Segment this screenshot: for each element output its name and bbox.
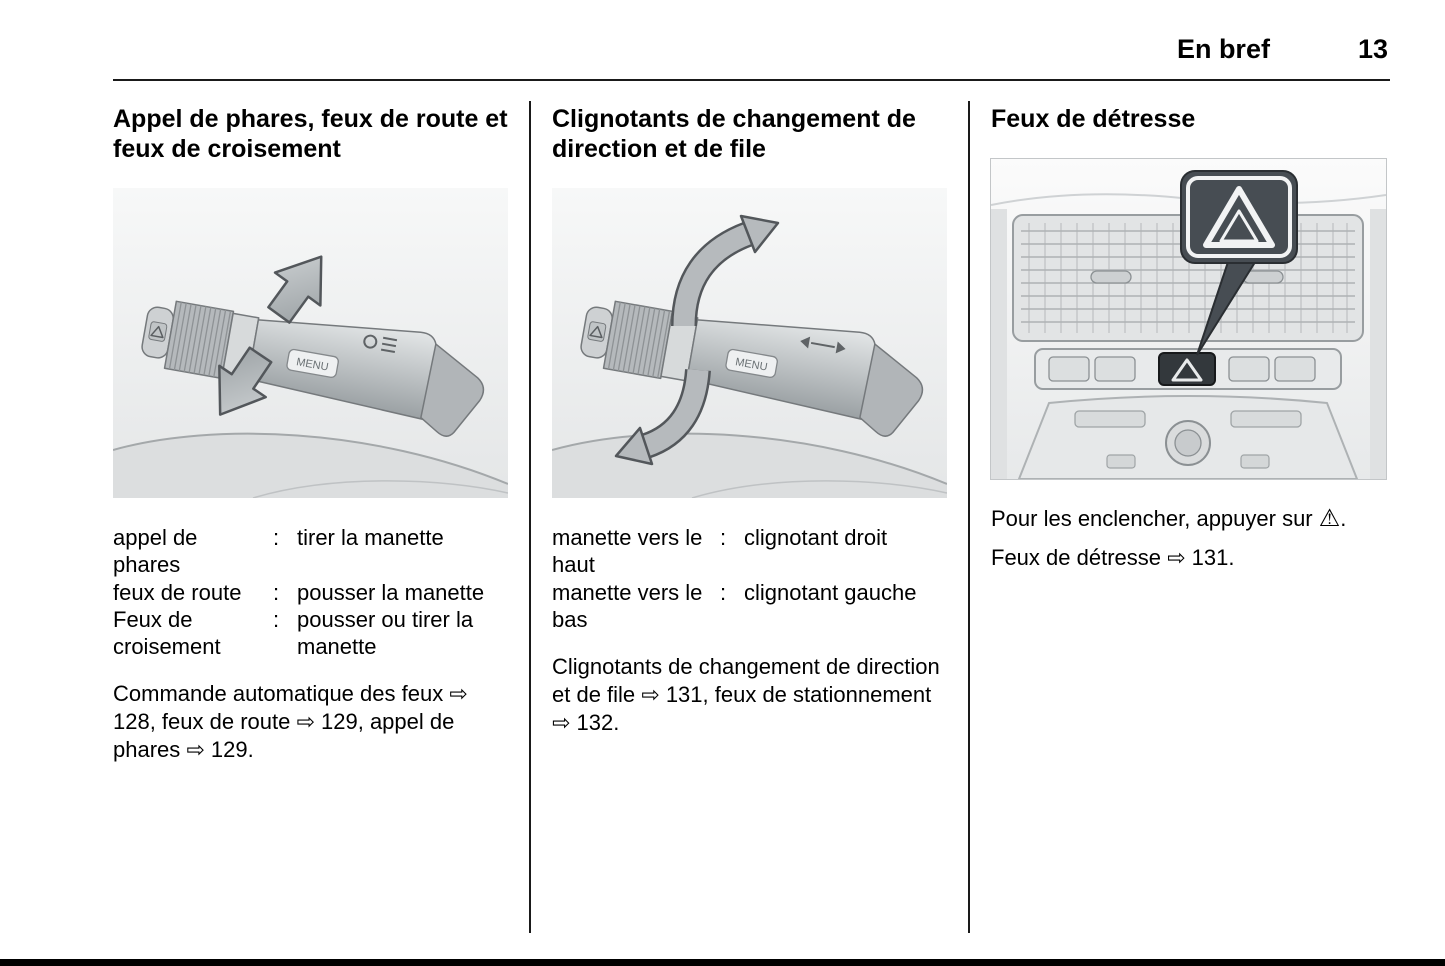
definition-description: pousser ou tirer la manette	[297, 606, 474, 660]
column-layout: Appel de phares, feux de route et feux d…	[113, 101, 1390, 933]
section-title: En bref	[1176, 34, 1270, 64]
definition-description: pousser la manette	[297, 579, 485, 605]
definition-term: manette vers le bas	[552, 579, 703, 632]
definition-colon: :	[273, 525, 280, 550]
hazard-warning-icon: ⚠	[1318, 504, 1341, 532]
instruction-prefix: Pour les enclencher, appuyer sur	[991, 505, 1319, 531]
hazard-triangle-icon	[1203, 185, 1275, 248]
column-heading: Clignotants de changement de direction e…	[552, 105, 916, 163]
menu-button	[286, 348, 339, 378]
headlight-icon	[363, 334, 378, 349]
definition-colon: :	[720, 579, 727, 605]
cross-reference-paragraph: Feux de détresse ⇨ 131.	[991, 544, 1235, 570]
page-number: 13	[1357, 34, 1388, 64]
definition-row: feux de route : pousser la manette	[113, 579, 508, 606]
control-stalk: MENU	[580, 300, 924, 437]
illustration-headlight-stalk: MENU	[113, 188, 508, 498]
definition-term: feux de route	[113, 579, 242, 605]
menu-button	[725, 348, 778, 378]
definition-colon: :	[273, 579, 280, 605]
column-turn-signals: Clignotants de changement de direction e…	[552, 101, 947, 933]
turn-signal-stalk-svg: MENU	[552, 188, 947, 498]
definition-description: clignotant gauche	[744, 579, 917, 605]
definition-list: manette vers le haut : clignotant droit …	[552, 524, 947, 633]
illustration-hazard-button	[990, 157, 1387, 480]
hazard-callout	[1180, 169, 1298, 356]
definition-term: manette vers le haut	[552, 525, 703, 578]
hazard-console-svg	[990, 157, 1387, 480]
curved-arrow-down	[614, 368, 711, 466]
definition-term: appel de phares	[113, 525, 198, 578]
definition-row: manette vers le haut : clignotant droit	[552, 524, 947, 579]
turn-arrows-icon	[800, 336, 811, 349]
column-headlight-flash: Appel de phares, feux de route et feux d…	[113, 101, 508, 933]
menu-button-label: MENU	[295, 356, 329, 373]
instruction-suffix: .	[1340, 505, 1347, 531]
button-row	[1034, 347, 1342, 390]
column-heading: Feux de détresse	[991, 105, 1196, 133]
definition-row: appel de phares : tirer la manette	[113, 524, 508, 579]
definition-row: manette vers le bas : clignotant gauche	[552, 579, 947, 634]
column-divider	[968, 101, 970, 933]
header-rule	[113, 79, 1390, 81]
pull-arrow-up-right	[267, 255, 323, 324]
definition-colon: :	[720, 525, 727, 550]
cross-reference-paragraph: Commande automatique des feux ⇨ 128, feu…	[113, 681, 468, 762]
cross-reference-paragraph: Clignotants de changement de direction e…	[552, 654, 940, 735]
column-hazard-lights: Feux de détresse	[990, 101, 1387, 933]
push-arrow-down-left	[218, 346, 273, 416]
hazard-instruction: Pour les enclencher, appuyer sur ⚠.	[991, 503, 1386, 534]
column-heading: Appel de phares, feux de route et feux d…	[113, 105, 508, 163]
headlight-stalk-svg: MENU	[113, 188, 508, 498]
definition-row: Feux de croisement : pousser ou tirer la…	[113, 606, 508, 661]
center-console	[1017, 394, 1359, 479]
page-header: En bref 13	[113, 30, 1390, 79]
definition-list: appel de phares : tirer la manette feux …	[113, 524, 508, 660]
definition-description: clignotant droit	[744, 525, 888, 550]
page-bottom-edge	[0, 959, 1445, 966]
definition-colon: :	[273, 606, 280, 632]
illustration-turn-signal-stalk: MENU	[552, 188, 947, 498]
hazard-button	[1158, 351, 1216, 386]
definition-description: tirer la manette	[297, 525, 444, 550]
curved-arrow-up	[671, 214, 780, 327]
definition-term: Feux de croisement	[113, 606, 221, 660]
menu-button-label: MENU	[734, 356, 768, 373]
column-divider	[529, 101, 531, 933]
